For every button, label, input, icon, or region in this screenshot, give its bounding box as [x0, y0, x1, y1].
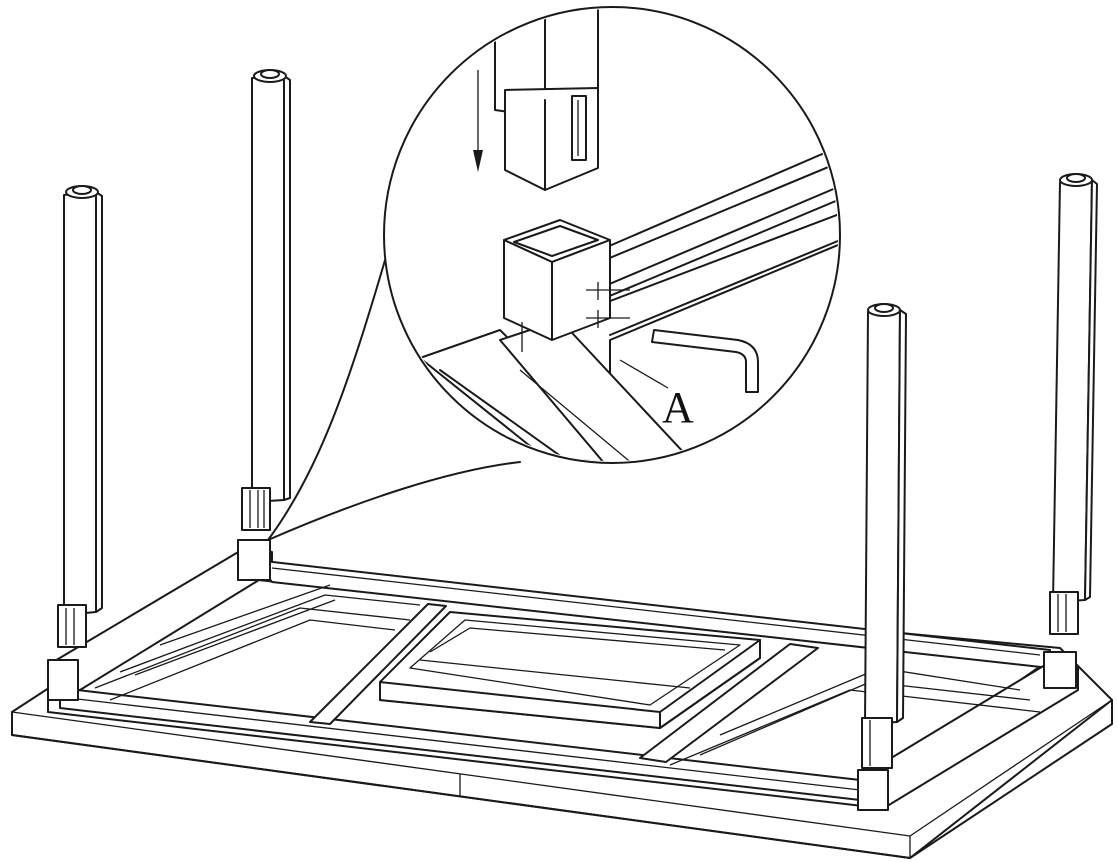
detail-magnifier: A [267, 6, 841, 541]
slot-grid-left [94, 584, 421, 701]
screw-marks [586, 282, 630, 328]
insert-arrow [473, 70, 483, 172]
table-leg-front-left [57, 185, 103, 648]
label-leader [619, 359, 669, 389]
corner-block-front-right [857, 769, 889, 811]
detail-socket [503, 219, 611, 352]
callout-line-upper [267, 249, 389, 541]
callout-label-a: A [662, 383, 694, 432]
detail-leg-end [494, 9, 599, 191]
corner-block-rear-right [1043, 651, 1077, 689]
hex-key [651, 329, 759, 393]
callout-line-lower [267, 461, 521, 541]
table-leg-front-right [861, 303, 907, 769]
table-frame [11, 539, 1113, 859]
corner-block-rear-left [237, 539, 271, 581]
table-leg-rear-left [241, 69, 291, 531]
corner-block-front-left [47, 659, 79, 701]
table-leg-rear-right [1049, 173, 1098, 635]
center-box [379, 611, 761, 729]
